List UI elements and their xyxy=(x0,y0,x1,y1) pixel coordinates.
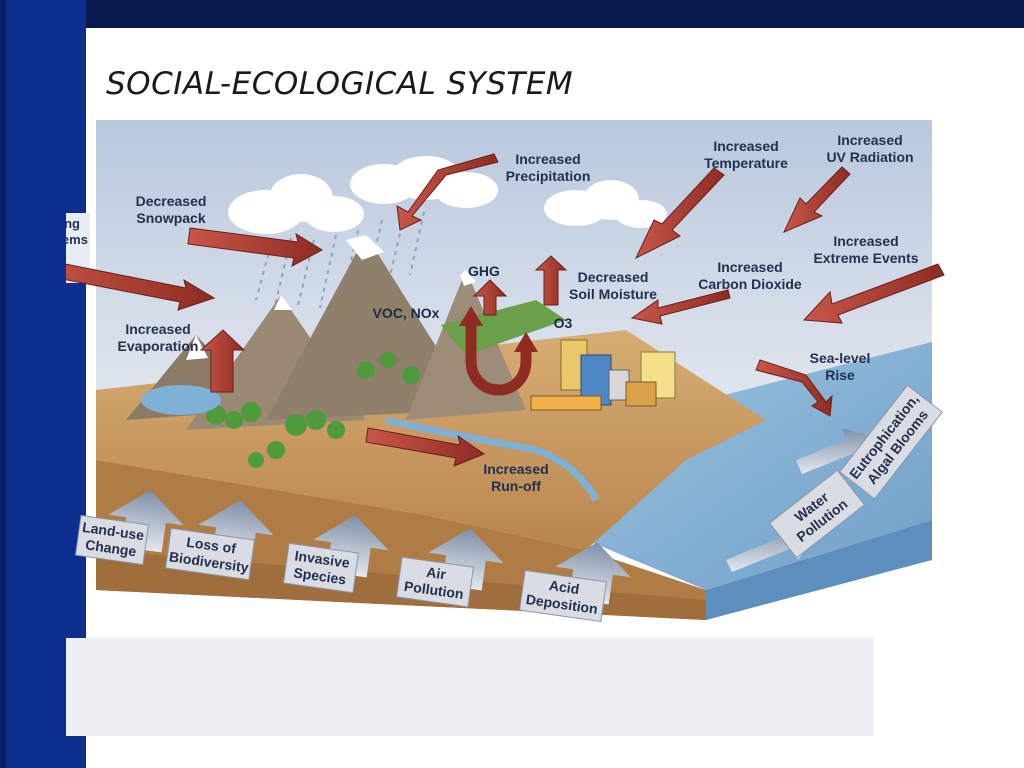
driver-invasive-line1: Invasive xyxy=(294,547,351,571)
river xyxy=(385,416,600,502)
right-driver-arrows: Water Pollution Eutrophication, Algal Bl… xyxy=(726,384,943,572)
sea-surface xyxy=(586,342,932,590)
social-ecological-diagram: Changing Ecosystems Decreased Snowpack I… xyxy=(66,120,956,640)
label-increased-uv-2: UV Radiation xyxy=(826,149,913,165)
arrow-ghg xyxy=(472,279,508,316)
arrow-runoff xyxy=(365,427,486,467)
label-decreased-snowpack-1: Decreased xyxy=(136,193,207,209)
driver-invasive-line2: Species xyxy=(293,564,348,587)
top-bar xyxy=(0,0,1024,28)
label-runoff-2: Run-off xyxy=(491,478,541,494)
climate-arrows xyxy=(66,153,945,467)
arrow-extreme-events xyxy=(802,263,945,324)
label-soil-moisture-1: Decreased xyxy=(578,269,649,285)
label-o3: O3 xyxy=(554,315,573,331)
arrow-evaporation xyxy=(199,329,246,393)
sea-side xyxy=(706,520,932,620)
left-sidebar-edge xyxy=(0,0,6,768)
city xyxy=(530,339,676,411)
driver-biodiversity-line1: Loss of xyxy=(185,534,237,557)
clouds xyxy=(228,156,667,234)
label-increased-temperature-1: Increased xyxy=(713,138,778,154)
footer-panel xyxy=(66,638,874,736)
forest xyxy=(206,352,420,468)
arrow-decreased-snowpack xyxy=(187,227,324,267)
arrow-precipitation xyxy=(396,153,499,231)
side-label-line2: Ecosystems xyxy=(66,232,88,247)
arrow-temperature xyxy=(634,167,725,260)
label-decreased-snowpack-2: Snowpack xyxy=(136,210,205,226)
side-label-line1: Changing xyxy=(66,216,80,231)
label-sea-level-1: Sea-level xyxy=(810,350,871,366)
label-evaporation-1: Increased xyxy=(125,321,190,337)
label-increased-temperature-2: Temperature xyxy=(704,155,788,171)
driver-land-use-line2: Change xyxy=(84,536,137,559)
driver-water-pollution: Water Pollution xyxy=(726,469,866,572)
label-evaporation-2: Evaporation xyxy=(118,338,199,354)
arrow-changing-ecosystems xyxy=(66,263,216,311)
driver-invasive: Invasive Species xyxy=(282,515,389,594)
label-runoff-1: Increased xyxy=(483,461,548,477)
label-voc-nox: VOC, NOx xyxy=(373,305,440,321)
driver-acid-deposition-line1: Acid xyxy=(548,577,580,597)
label-increased-uv-1: Increased xyxy=(837,132,902,148)
label-soil-moisture-2: Soil Moisture xyxy=(569,286,657,302)
label-extreme-events-1: Increased xyxy=(833,233,898,249)
arrow-uv xyxy=(782,166,851,233)
arrow-sea-level xyxy=(755,359,833,417)
arrow-co2 xyxy=(630,289,731,325)
lake xyxy=(141,385,221,415)
label-sea-level-2: Rise xyxy=(825,367,855,383)
label-increased-precipitation-2: Precipitation xyxy=(506,168,591,184)
label-co2-1: Increased xyxy=(717,259,782,275)
driver-acid-deposition: Acid Deposition xyxy=(519,542,631,623)
label-co2-2: Carbon Dioxide xyxy=(698,276,802,292)
label-ghg: GHG xyxy=(468,263,500,279)
label-extreme-events-2: Extreme Events xyxy=(813,250,918,266)
driver-land-use: Land-use Change xyxy=(74,490,184,566)
label-increased-precipitation-1: Increased xyxy=(515,151,580,167)
driver-air-pollution-line1: Air xyxy=(426,564,448,583)
voc-o3-cycle-arrow xyxy=(459,306,538,396)
driver-air-pollution: Air Pollution xyxy=(396,528,504,608)
slide-title: SOCIAL-ECOLOGICAL SYSTEM xyxy=(106,66,574,102)
arrow-soil-moisture xyxy=(534,255,568,306)
bottom-driver-arrows: Land-use Change Loss of Biodiversity Inv… xyxy=(74,490,631,623)
